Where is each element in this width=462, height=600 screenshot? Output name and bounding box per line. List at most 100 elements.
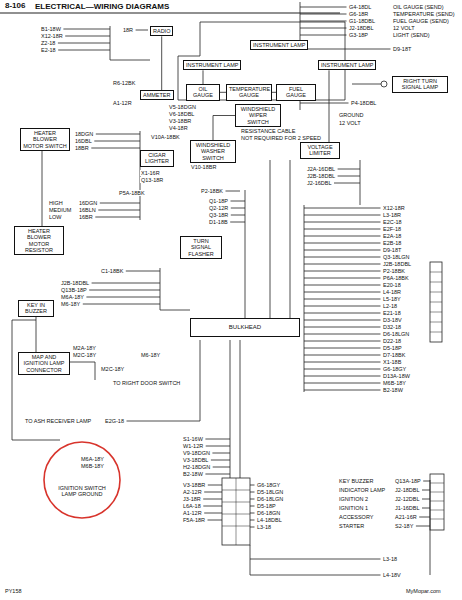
wire-code: D6-18LGN: [256, 496, 284, 502]
wire-code: M6B-18Y: [80, 463, 105, 469]
wire-code: 18DGN: [74, 131, 94, 137]
wire-code: L4-18DBL: [256, 517, 283, 523]
wire-code: B1-18W: [40, 26, 62, 32]
wire: [58, 43, 110, 44]
wire-code: TEMPERATURE (SEND): [392, 11, 456, 17]
wire: [304, 243, 381, 244]
wire: [250, 545, 251, 575]
wire-code: M2A-18Y: [72, 345, 97, 351]
wire: [86, 297, 160, 298]
wire-code: E2F-18: [382, 226, 402, 232]
component-box: INSTRUMENT LAMP: [183, 60, 241, 70]
wire-code: P4-18DBL: [350, 100, 377, 106]
ground-callout: IGNITION SWITCH LAMP GROUND: [55, 484, 109, 499]
wire: [83, 304, 160, 305]
component-label: HEATER BLOWER MOTOR RESISTOR: [17, 228, 61, 253]
wire: [304, 313, 381, 314]
wire-code: J2B-18DBL: [382, 261, 412, 267]
wire-code: D5-18LGN: [256, 489, 284, 495]
wire-code: GROUND: [338, 112, 364, 118]
wire: [304, 369, 381, 370]
wire: [250, 559, 381, 560]
wire-code: TO ASH RECEIVER LAMP: [24, 418, 92, 424]
wire: [204, 492, 222, 493]
component-box: RIGHT TURN SIGNAL LAMP: [392, 76, 448, 93]
wire-code: D22-18: [382, 338, 402, 344]
wire: [250, 527, 255, 528]
component-label: BULKHEAD: [193, 324, 297, 331]
wire-code: W1-12R: [182, 443, 204, 449]
wire: [304, 334, 381, 335]
component-label: MAP AND IGNITION LAMP CONNECTOR: [21, 354, 67, 373]
wire: [250, 520, 255, 521]
wire: [304, 355, 381, 356]
wire: [304, 362, 381, 363]
wire: [300, 35, 347, 36]
component-box: WINDSHIELD WIPER SWITCH: [235, 104, 281, 127]
wire: [304, 376, 381, 377]
wire: [304, 278, 381, 279]
wire-code: M6A-18Y: [60, 294, 85, 300]
component-label: INSTRUMENT LAMP: [321, 62, 373, 68]
wire-code: E2B-18: [382, 240, 402, 246]
component-label: RADIO: [153, 28, 170, 34]
lamp-symbol: [381, 81, 387, 87]
wire: [304, 229, 381, 230]
wire-code: Q3-18R: [208, 212, 229, 218]
wire-code: D32-18: [382, 324, 402, 330]
wire-code: L5-18Y: [382, 296, 402, 302]
wire-connector: [329, 70, 330, 142]
wire-code: G6-18GY: [256, 482, 281, 488]
wire-code: J1-16DBL: [394, 505, 420, 511]
wire-code: E21-18: [382, 310, 402, 316]
component-box: TEMPERATURE GAUGE: [226, 84, 272, 101]
footer-note: PY158: [4, 588, 23, 594]
wire-code: 16DBL: [74, 138, 93, 144]
wire-code: STARTER: [338, 523, 365, 529]
component-label: WINDSHIELD WASHER SWITCH: [193, 142, 233, 161]
wire-code: G3-18P: [348, 32, 369, 38]
wire-code: INDICATOR LAMP: [338, 487, 386, 493]
component-box: BULKHEAD: [190, 318, 300, 337]
wire-code: X12-18R: [382, 205, 406, 211]
wire: [304, 390, 381, 391]
wire: [95, 217, 140, 218]
wire-code: J2A-16DBL: [306, 166, 336, 172]
wire-code: P2-18BK: [382, 268, 406, 274]
wire: [304, 205, 305, 392]
wire-code: KEY BUZZER: [338, 478, 374, 484]
footer-note: MyMopar.com: [405, 588, 442, 594]
wire-code: HIGH: [48, 200, 64, 206]
component-label: TEMPERATURE GAUGE: [229, 86, 269, 99]
wire-code: M2C-18Y: [100, 366, 125, 372]
wire-code: A1-12R: [112, 100, 133, 106]
wire-connector: [36, 317, 37, 352]
wire: [160, 268, 190, 310]
wire-code: L3-18R: [382, 212, 402, 218]
wire-code: J2-12DBL: [394, 496, 420, 502]
wire-code: 12 VOLT: [338, 120, 362, 126]
wire: [422, 508, 430, 509]
component-label: HEATER BLOWER MOTOR SWITCH: [23, 130, 67, 149]
wire-code: G4-18DL: [348, 4, 372, 10]
wire: [304, 285, 381, 286]
wire: [96, 134, 140, 135]
wire-code: B2-18W: [382, 387, 404, 393]
wire-code: NOT REQUIRED FOR 2 SPEED: [240, 135, 322, 141]
wire-code: G6-18R: [348, 11, 369, 17]
wire-code: G1-18DBL: [348, 18, 376, 24]
component-box: VOLTAGE LIMITER: [300, 142, 340, 159]
wire: [304, 271, 381, 272]
wire: [304, 257, 381, 258]
wire-code: V10A-18BK: [150, 134, 181, 140]
component-box: KEY IN BUZZER: [18, 300, 54, 317]
wire-code: P6A-18BK: [382, 275, 410, 281]
connector-cavities: [430, 483, 444, 519]
wire-code: J2B-18DBL: [306, 173, 336, 179]
wire-code: Q13-18R: [140, 177, 164, 183]
wire: [270, 160, 271, 318]
wire: [250, 506, 255, 507]
wire: [304, 236, 381, 237]
wire: [338, 176, 360, 177]
wire: [63, 29, 110, 30]
